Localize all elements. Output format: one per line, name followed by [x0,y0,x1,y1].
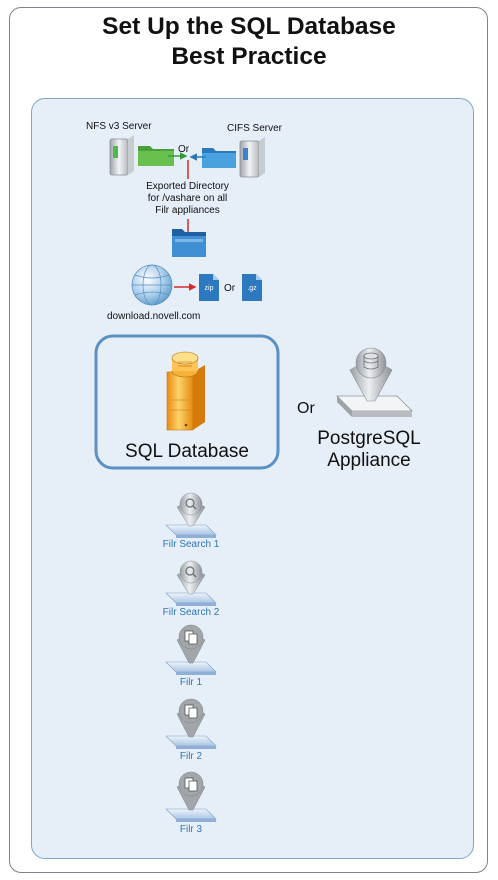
zip-file-icon [199,274,219,301]
filr-3-appliance-icon [165,771,217,822]
globe-icon [131,264,173,306]
gz-file-label: .gz [247,285,257,292]
filr-search-1-label: Filr Search 1 [162,539,220,550]
cifs-folder-icon [202,148,236,168]
postgresql-line-2: Appliance [327,450,411,471]
zip-file-label: zip [204,285,214,292]
filr-1-appliance-icon [165,624,217,675]
nfs-folder-icon [138,146,174,166]
postgresql-appliance-label: PostgreSQL Appliance [309,428,429,472]
postgresql-appliance-icon [336,347,413,417]
download-or-label: Or [224,283,236,294]
setup-panel [31,98,474,859]
nfs-server-label: NFS v3 Server [86,121,152,132]
filr-search-1-appliance-icon [165,492,217,538]
filr-search-2-label: Filr Search 2 [162,607,220,618]
cifs-server-icon [239,137,265,178]
filr-2-label: Filr 2 [179,751,203,762]
filr-1-label: Filr 1 [179,677,203,688]
cifs-server-label: CIFS Server [227,123,283,134]
filr-2-appliance-icon [165,698,217,749]
exported-folder-icon [172,229,206,257]
title-line-1: Set Up the SQL Database [102,13,396,40]
exported-line-2: for /vashare on all [147,193,228,204]
filr-search-2-appliance-icon [165,560,217,606]
filr-3-label: Filr 3 [179,824,203,835]
title-line-2: Best Practice [171,43,327,70]
database-or-label: Or [297,400,315,417]
gz-file-icon [242,274,262,301]
postgresql-line-1: PostgreSQL [317,428,421,449]
exported-directory-label: Exported Directory for /vashare on all F… [140,181,235,217]
diagram-title: Set Up the SQL Database Best Practice [0,12,498,72]
sql-database-label: SQL Database [125,441,249,462]
nfs-server-icon [109,135,134,176]
storage-or-label: Or [178,144,190,155]
exported-line-3: Filr appliances [155,205,220,216]
download-site-label: download.novell.com [107,311,201,322]
exported-line-1: Exported Directory [146,181,229,192]
exported-label-backdrop [140,179,235,219]
sql-database-icon [166,351,205,431]
